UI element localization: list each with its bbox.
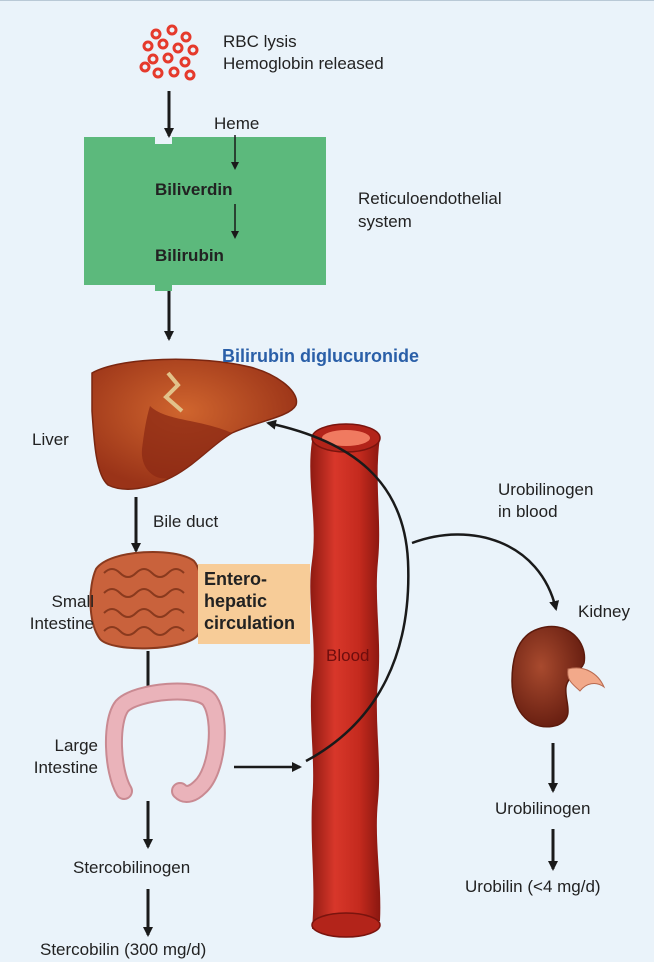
label-kidney: Kidney (578, 601, 630, 622)
large-intestine-icon (114, 692, 217, 794)
label-small-intestine-1: Small (14, 591, 94, 612)
label-rbc-lysis: RBC lysis (223, 31, 297, 52)
label-stercobilin: Stercobilin (300 mg/d) (40, 939, 206, 960)
label-small-intestine-2: Intestine (14, 613, 94, 634)
label-urobilinogen-in-blood-2: in blood (498, 501, 558, 522)
label-large-intestine-2: Intestine (14, 757, 98, 778)
label-res-line1: Reticuloendothelial (358, 188, 502, 209)
blood-vessel-icon (310, 424, 380, 937)
label-liver: Liver (32, 429, 69, 450)
enterohepatic-circulation-box: Entero- hepatic circulation (198, 564, 310, 644)
label-bilirubin: Bilirubin (155, 245, 224, 266)
label-res-line2: system (358, 211, 412, 232)
liver-icon (92, 359, 297, 489)
arrow-blood-to-kidney (412, 534, 556, 609)
label-hemoglobin-released: Hemoglobin released (223, 53, 384, 74)
label-entero-3: circulation (204, 612, 304, 634)
kidney-icon (512, 627, 604, 727)
label-bile-duct: Bile duct (153, 511, 218, 532)
label-heme: Heme (214, 113, 259, 134)
label-large-intestine-1: Large (14, 735, 98, 756)
small-intestine-icon (90, 552, 202, 648)
rbc-cluster-icon (141, 26, 197, 79)
label-bilirubin-diglucuronide: Bilirubin diglucuronide (222, 346, 419, 367)
label-stercobilinogen: Stercobilinogen (73, 857, 190, 878)
label-urobilinogen-in-blood-1: Urobilinogen (498, 479, 593, 500)
label-blood: Blood (326, 646, 369, 666)
label-biliverdin: Biliverdin (155, 179, 232, 200)
label-entero-1: Entero- (204, 568, 304, 590)
label-urobilin: Urobilin (<4 mg/d) (465, 876, 601, 897)
res-box (84, 137, 326, 291)
label-urobilinogen: Urobilinogen (495, 798, 590, 819)
label-entero-2: hepatic (204, 590, 304, 612)
